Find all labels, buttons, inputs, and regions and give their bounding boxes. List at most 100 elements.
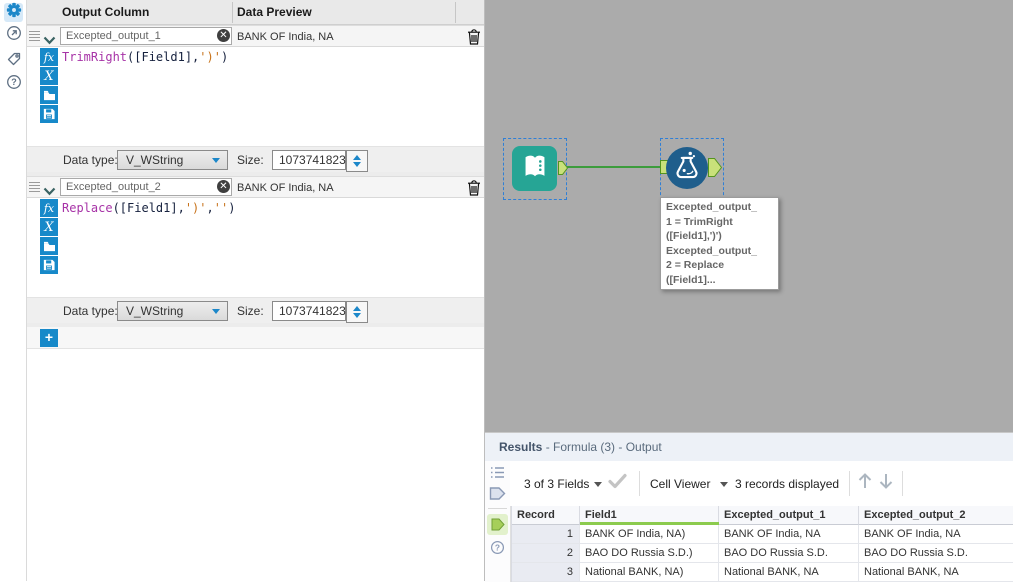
help-icon[interactable]: ? (490, 540, 505, 560)
selected-column-indicator (580, 522, 719, 525)
data-preview-value: BANK OF India, NA (237, 182, 334, 194)
data-type-row-1: Data type: V_WString Size: 1073741823 (27, 146, 484, 172)
arrow-circle-icon (6, 25, 22, 46)
record-number-cell: 2 (512, 544, 580, 563)
list-icon[interactable] (490, 466, 505, 484)
row-separator (27, 172, 484, 176)
connection-wire (567, 166, 661, 168)
size-input[interactable]: 1073741823 (272, 301, 346, 321)
save-expression-icon[interactable] (40, 105, 58, 123)
records-displayed-label: 3 records displayed (735, 477, 840, 491)
size-stepper[interactable] (346, 150, 368, 172)
column-divider[interactable] (232, 2, 233, 23)
table-cell: BAO DO Russia S.D. (859, 544, 1013, 563)
step-up-icon[interactable] (353, 306, 361, 311)
drag-handle-icon[interactable] (29, 31, 40, 43)
open-expression-icon[interactable] (40, 86, 58, 104)
column-header-excepted-output-1[interactable]: Excepted_output_1 (719, 506, 859, 525)
tool-annotation-tooltip: Excepted_output_ 1 = TrimRight ([Field1]… (660, 197, 779, 290)
formula-tool-output-anchor[interactable] (708, 158, 723, 182)
results-subtitle: - Formula (3) - Output (542, 440, 662, 454)
row-separator (27, 323, 484, 327)
size-label: Size: (237, 153, 264, 167)
formula-config-panel: Output Column Data Preview Excepted_outp… (27, 0, 485, 581)
functions-icon[interactable]: fx (40, 48, 58, 66)
delete-expression-icon[interactable] (467, 29, 481, 50)
results-table: Record Field1 Excepted_output_1 Excepted… (511, 506, 1013, 582)
output-column-name-input[interactable]: Excepted_output_2 (60, 178, 232, 196)
chevron-down-icon[interactable] (43, 32, 56, 50)
add-expression-row: + (27, 327, 484, 349)
save-expression-icon[interactable] (40, 256, 58, 274)
data-type-label: Data type: (63, 153, 118, 167)
annotation-tab-button[interactable] (4, 52, 23, 71)
expression-editor-2[interactable]: fx X Replace([Field1],')','') (27, 198, 484, 297)
data-type-select[interactable]: V_WString (117, 301, 228, 321)
input-tool-output-anchor[interactable] (558, 161, 569, 180)
dropdown-caret-icon (212, 309, 220, 314)
flask-icon (670, 149, 704, 188)
up-arrow-icon[interactable] (857, 472, 873, 495)
connection-icon[interactable] (489, 486, 506, 506)
record-number-cell: 1 (512, 525, 580, 544)
navigate-tab-button[interactable] (4, 26, 23, 45)
results-header: Results - Formula (3) - Output (485, 433, 1013, 462)
output-column-name-input[interactable]: Excepted_output_1 (60, 27, 232, 45)
clear-name-icon[interactable]: ✕ (217, 29, 230, 42)
clear-name-icon[interactable]: ✕ (217, 180, 230, 193)
workflow-canvas[interactable]: Excepted_output_ 1 = TrimRight ([Field1]… (485, 0, 1013, 432)
help-tab-button[interactable]: ? (4, 75, 23, 94)
formula-tool[interactable] (666, 147, 708, 189)
expression-editor-1[interactable]: fx X TrimRight([Field1],')') (27, 47, 484, 146)
step-down-icon[interactable] (353, 162, 361, 167)
add-expression-button[interactable]: + (40, 329, 58, 347)
output-anchor-button[interactable] (487, 514, 508, 535)
toolbar-divider (639, 471, 640, 496)
fields-caret-icon[interactable] (594, 482, 602, 487)
column-divider[interactable] (455, 2, 456, 23)
config-column-header: Output Column Data Preview (27, 0, 484, 25)
input-data-tool[interactable] (512, 146, 557, 191)
down-arrow-icon[interactable] (878, 472, 894, 495)
table-cell: National BANK, NA (859, 563, 1013, 582)
step-up-icon[interactable] (353, 155, 361, 160)
help-icon: ? (6, 74, 22, 95)
output-column-header: Output Column (62, 5, 150, 19)
delete-expression-icon[interactable] (467, 180, 481, 201)
fields-dropdown[interactable]: 3 of 3 Fields (524, 477, 590, 491)
expression-row-2-header: Excepted_output_2 ✕ BANK OF India, NA (27, 176, 484, 198)
data-type-label: Data type: (63, 304, 118, 318)
drag-handle-icon[interactable] (29, 182, 40, 194)
cell-viewer-dropdown[interactable]: Cell Viewer (650, 477, 711, 491)
data-preview-value: BANK OF India, NA (237, 31, 334, 43)
book-icon (518, 149, 552, 188)
results-title: Results (499, 440, 543, 454)
results-toolbar: 3 of 3 Fields Cell Viewer 3 records disp… (510, 461, 1013, 506)
step-down-icon[interactable] (353, 313, 361, 318)
formula-expression: TrimRight([Field1],')') (62, 50, 229, 64)
open-expression-icon[interactable] (40, 237, 58, 255)
results-icon-strip: ? (485, 461, 511, 582)
data-type-select[interactable]: V_WString (117, 150, 228, 170)
column-header-excepted-output-2[interactable]: Excepted_output_2 (859, 506, 1013, 525)
table-cell: BANK OF India, NA (859, 525, 1013, 544)
size-input[interactable]: 1073741823 (272, 150, 346, 170)
size-stepper[interactable] (346, 301, 368, 323)
strip-divider (488, 508, 507, 509)
column-header-record[interactable]: Record (512, 506, 580, 525)
variables-icon[interactable]: X (40, 218, 58, 236)
variables-icon[interactable]: X (40, 67, 58, 85)
apply-check-icon[interactable] (608, 473, 627, 494)
toolbar-divider (849, 471, 850, 496)
table-cell: BANK OF India, NA) (580, 525, 719, 544)
record-number-cell: 3 (512, 563, 580, 582)
svg-text:?: ? (11, 77, 17, 87)
table-cell: BAO DO Russia S.D. (719, 544, 859, 563)
output-anchor-icon (491, 518, 505, 531)
svg-text:?: ? (495, 542, 500, 552)
results-panel: Results - Formula (3) - Output ? 3 of 3 … (485, 432, 1013, 582)
settings-tab-button[interactable] (4, 2, 23, 22)
functions-icon[interactable]: fx (40, 199, 58, 217)
cell-viewer-caret-icon[interactable] (720, 482, 728, 487)
chevron-down-icon[interactable] (43, 183, 56, 201)
